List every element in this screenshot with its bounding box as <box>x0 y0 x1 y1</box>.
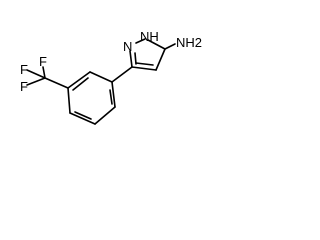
bond-ar-cf3 <box>44 77 69 89</box>
bond-c-f-mid <box>26 69 46 79</box>
bond-c4-c3-double <box>135 62 154 66</box>
bond-ring-link <box>111 66 133 83</box>
bond-c-f-left <box>26 77 46 86</box>
bond-c5-c4 <box>155 48 166 71</box>
bond-ar-1 <box>111 81 116 108</box>
atom-label-fluorine-left: F <box>20 79 28 94</box>
bond-ar-inner-2 <box>74 111 92 120</box>
chemical-structure: NH N NH2 F F F <box>20 29 202 125</box>
atom-label-fluorine-top: F <box>39 54 47 69</box>
bond-ar-6 <box>89 71 113 83</box>
bond-c5-nh2 <box>164 43 176 50</box>
bond-c3-n2 <box>129 50 133 68</box>
pyrazole-ring <box>129 38 176 71</box>
bond-ar-inner-3 <box>72 77 89 91</box>
bond-c-f-top <box>42 66 46 79</box>
trifluoromethyl-group <box>26 66 69 89</box>
benzene-ring <box>67 71 116 125</box>
atom-label-fluorine-mid: F <box>20 62 28 77</box>
bond-ar-2 <box>94 106 116 125</box>
bond-c4-c3 <box>131 66 157 71</box>
bond-c3-n2-double <box>134 52 137 65</box>
atom-label-nh2: NH2 <box>176 35 202 50</box>
bond-n1-c5 <box>147 39 166 50</box>
bond-n2-n1 <box>135 38 146 44</box>
bond-ar-inner-1 <box>109 89 113 105</box>
bond-ar-5 <box>67 71 91 89</box>
bond-ar-3 <box>69 112 96 125</box>
atom-label-n: N <box>123 39 132 54</box>
atom-label-nh: NH <box>140 29 159 44</box>
bond-ar-4 <box>67 87 71 114</box>
